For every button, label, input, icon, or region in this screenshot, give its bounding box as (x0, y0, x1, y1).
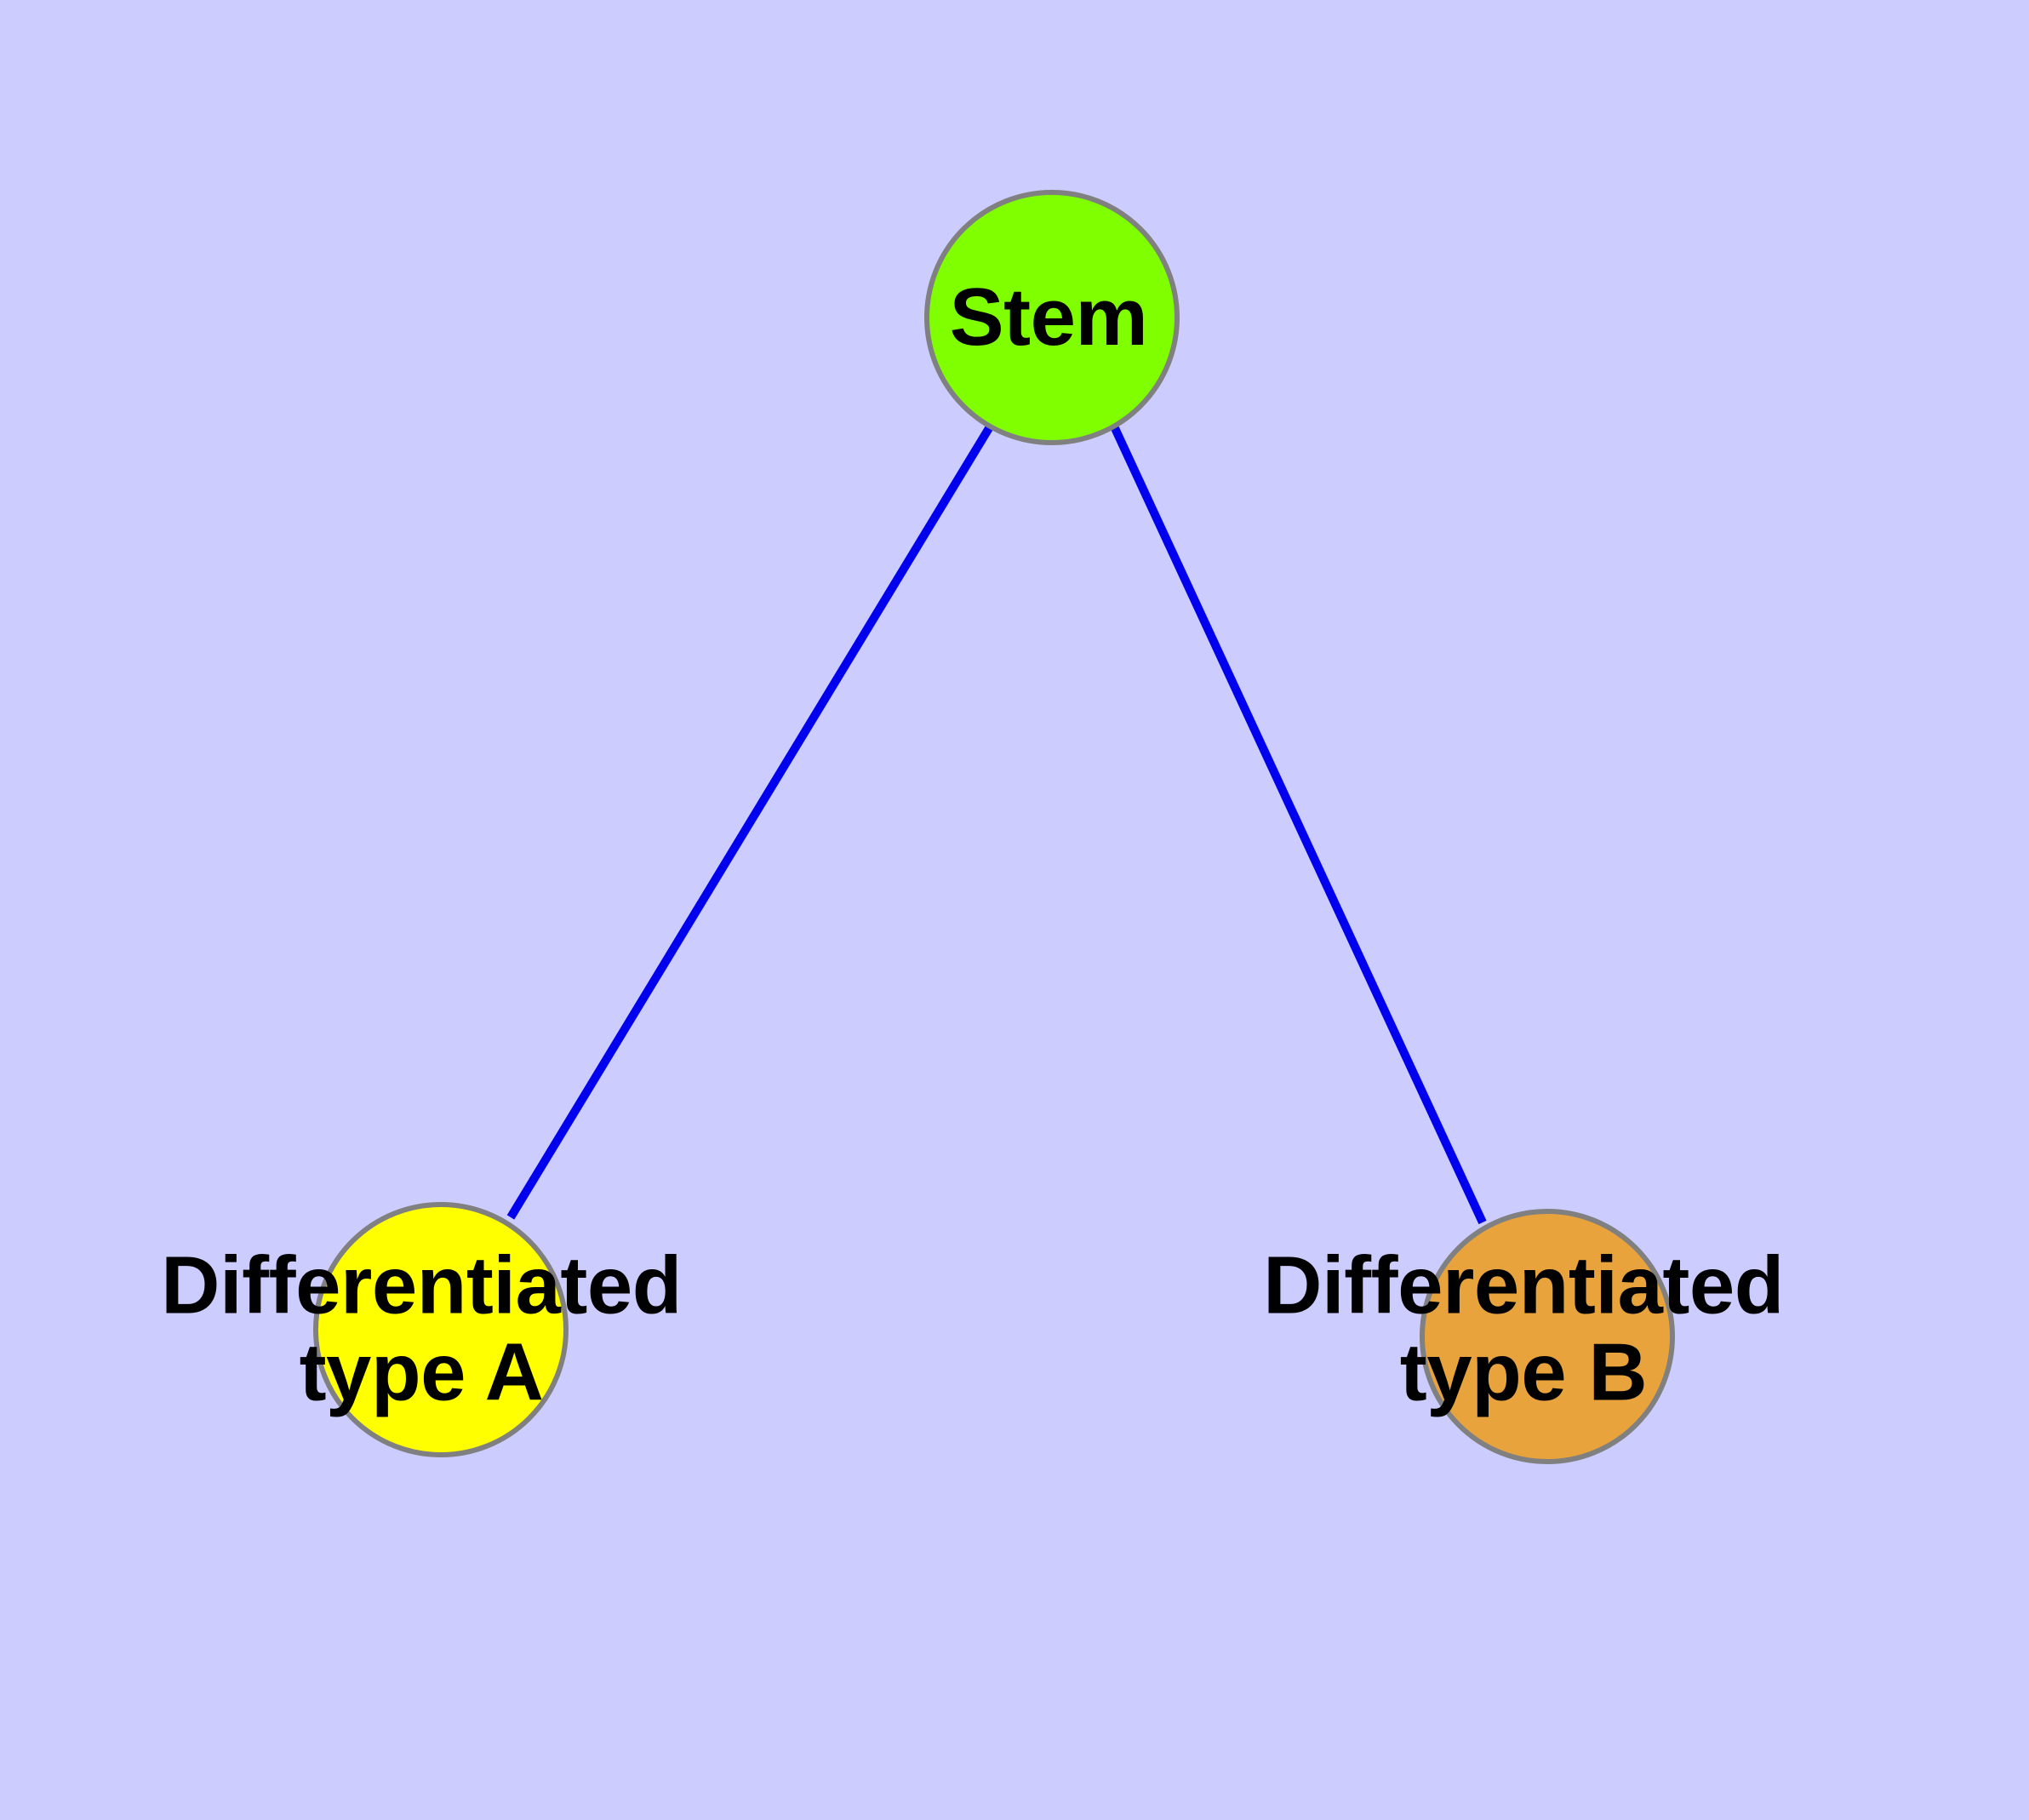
edge-stem-to-diff-b[interactable] (1111, 426, 1487, 1225)
node-differentiated-type-b[interactable] (1420, 1209, 1675, 1464)
node-differentiated-type-a[interactable] (313, 1202, 569, 1457)
edge-stem-to-diff-a[interactable] (506, 426, 993, 1220)
node-label-stem: Stem (949, 272, 1148, 363)
node-label-differentiated-type-a: Differentiated type A (161, 1239, 682, 1417)
node-stem[interactable] (924, 190, 1180, 445)
node-label-differentiated-type-b: Differentiated type B (1263, 1239, 1784, 1417)
